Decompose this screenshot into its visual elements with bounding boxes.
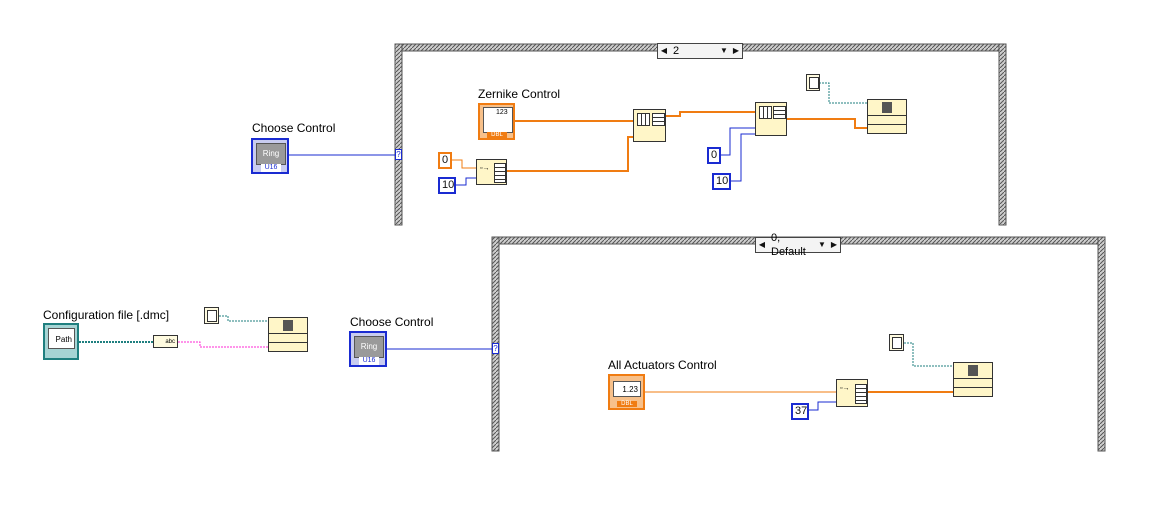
array-icon: 123 — [483, 107, 513, 133]
vi-ref-icon-config[interactable] — [204, 307, 219, 324]
grid-icon-b — [652, 113, 665, 126]
vi-ref-icon-bottom[interactable] — [889, 334, 904, 351]
top-case-selector[interactable]: ◀ 2 ▼ ▶ — [657, 43, 743, 59]
config-file-label: Configuration file [.dmc] — [43, 308, 170, 322]
wire-ref-config[interactable] — [219, 315, 268, 322]
all-actuators-terminal[interactable]: 1.23 DBL — [608, 374, 645, 410]
wire-config-string[interactable] — [178, 341, 268, 348]
ring-icon: Ring — [256, 143, 286, 165]
property-node-bottom[interactable] — [953, 362, 993, 397]
config-file-terminal[interactable]: Path — [43, 323, 79, 360]
top-case-selector-terminal[interactable]: ? — [395, 149, 402, 160]
grid-icon-a — [637, 113, 650, 126]
dropdown-icon[interactable]: ▼ — [818, 240, 826, 249]
wire-ref-top[interactable] — [819, 82, 867, 104]
wire-zero-b[interactable] — [721, 127, 755, 156]
prev-case-icon[interactable]: ◀ — [758, 240, 766, 249]
bottom-case-selector[interactable]: ◀ 0, Default ▼ ▶ — [755, 232, 841, 258]
property-node-config[interactable] — [268, 317, 308, 352]
page-icon — [892, 337, 902, 349]
u16-tag: U16 — [359, 357, 379, 365]
reshape-array-node[interactable] — [633, 109, 666, 142]
const-zero-b[interactable]: 0 — [707, 147, 721, 164]
grid-icon-c — [759, 106, 772, 119]
prop-divider — [954, 387, 992, 388]
prop-divider — [269, 333, 307, 334]
page-icon — [809, 77, 819, 89]
build-array-node[interactable] — [755, 102, 787, 136]
next-case-icon[interactable]: ▶ — [732, 46, 740, 55]
path-to-string-node[interactable]: abc — [153, 335, 178, 348]
vi-ref-icon-top[interactable] — [806, 74, 820, 91]
property-node-top[interactable] — [867, 99, 907, 134]
wire-init-a[interactable] — [507, 136, 633, 172]
prev-case-icon[interactable]: ◀ — [660, 46, 668, 55]
property-icon — [283, 320, 293, 331]
prop-divider — [954, 378, 992, 379]
const-ten-b[interactable]: 10 — [712, 173, 731, 190]
wire-build-out[interactable] — [787, 118, 867, 129]
dropdown-icon[interactable]: ▼ — [720, 46, 728, 55]
wire-ten-a[interactable] — [456, 177, 476, 186]
array-grid-icon — [855, 384, 867, 404]
initialize-array-node-bottom[interactable]: ▫→ — [836, 379, 868, 407]
next-case-icon[interactable]: ▶ — [830, 240, 838, 249]
wire-reshape-out[interactable] — [666, 111, 755, 117]
choose-control-top-label: Choose Control — [252, 121, 336, 135]
array-grid-icon — [494, 163, 506, 183]
dbl-tag-zernike: DBL — [487, 132, 507, 138]
top-case-value: 2 — [673, 45, 680, 57]
u16-tag: U16 — [261, 164, 281, 172]
bottom-case-selector-terminal[interactable]: ? — [492, 343, 499, 354]
num-123: 123 — [496, 109, 508, 116]
choose-control-bottom-label: Choose Control — [350, 315, 434, 329]
elem-arrow-icon: ▫→ — [840, 385, 850, 392]
prop-divider — [269, 342, 307, 343]
grid-icon-d — [773, 106, 786, 119]
initialize-array-node-top[interactable]: ▫→ — [476, 159, 507, 185]
prop-divider — [868, 124, 906, 125]
property-icon — [968, 365, 978, 376]
zernike-control-terminal[interactable]: 123 DBL — [478, 103, 515, 140]
const-count-37[interactable]: 37 — [791, 403, 809, 420]
wire-ref-bottom[interactable] — [904, 342, 953, 367]
elem-arrow-icon: ▫→ — [480, 165, 490, 172]
choose-control-top-terminal[interactable]: Ring U16 — [251, 138, 289, 174]
wire-ten-b[interactable] — [731, 133, 755, 182]
zernike-control-label: Zernike Control — [478, 87, 561, 101]
num-1-23: 1.23 — [613, 381, 641, 397]
property-icon — [882, 102, 892, 113]
dbl-tag-actuators: DBL — [617, 401, 637, 407]
all-actuators-label: All Actuators Control — [608, 358, 717, 372]
wire-zero-a[interactable] — [452, 159, 476, 169]
page-icon — [207, 310, 217, 322]
const-zero-a[interactable]: 0 — [438, 152, 452, 169]
bottom-case-value: 0, Default — [771, 232, 806, 258]
const-ten-a[interactable]: 10 — [438, 177, 456, 194]
choose-control-bottom-terminal[interactable]: Ring U16 — [349, 331, 387, 367]
prop-divider — [868, 115, 906, 116]
ring-icon: Ring — [354, 336, 384, 358]
wire-count-37[interactable] — [809, 401, 836, 411]
path-icon: Path — [48, 328, 75, 349]
